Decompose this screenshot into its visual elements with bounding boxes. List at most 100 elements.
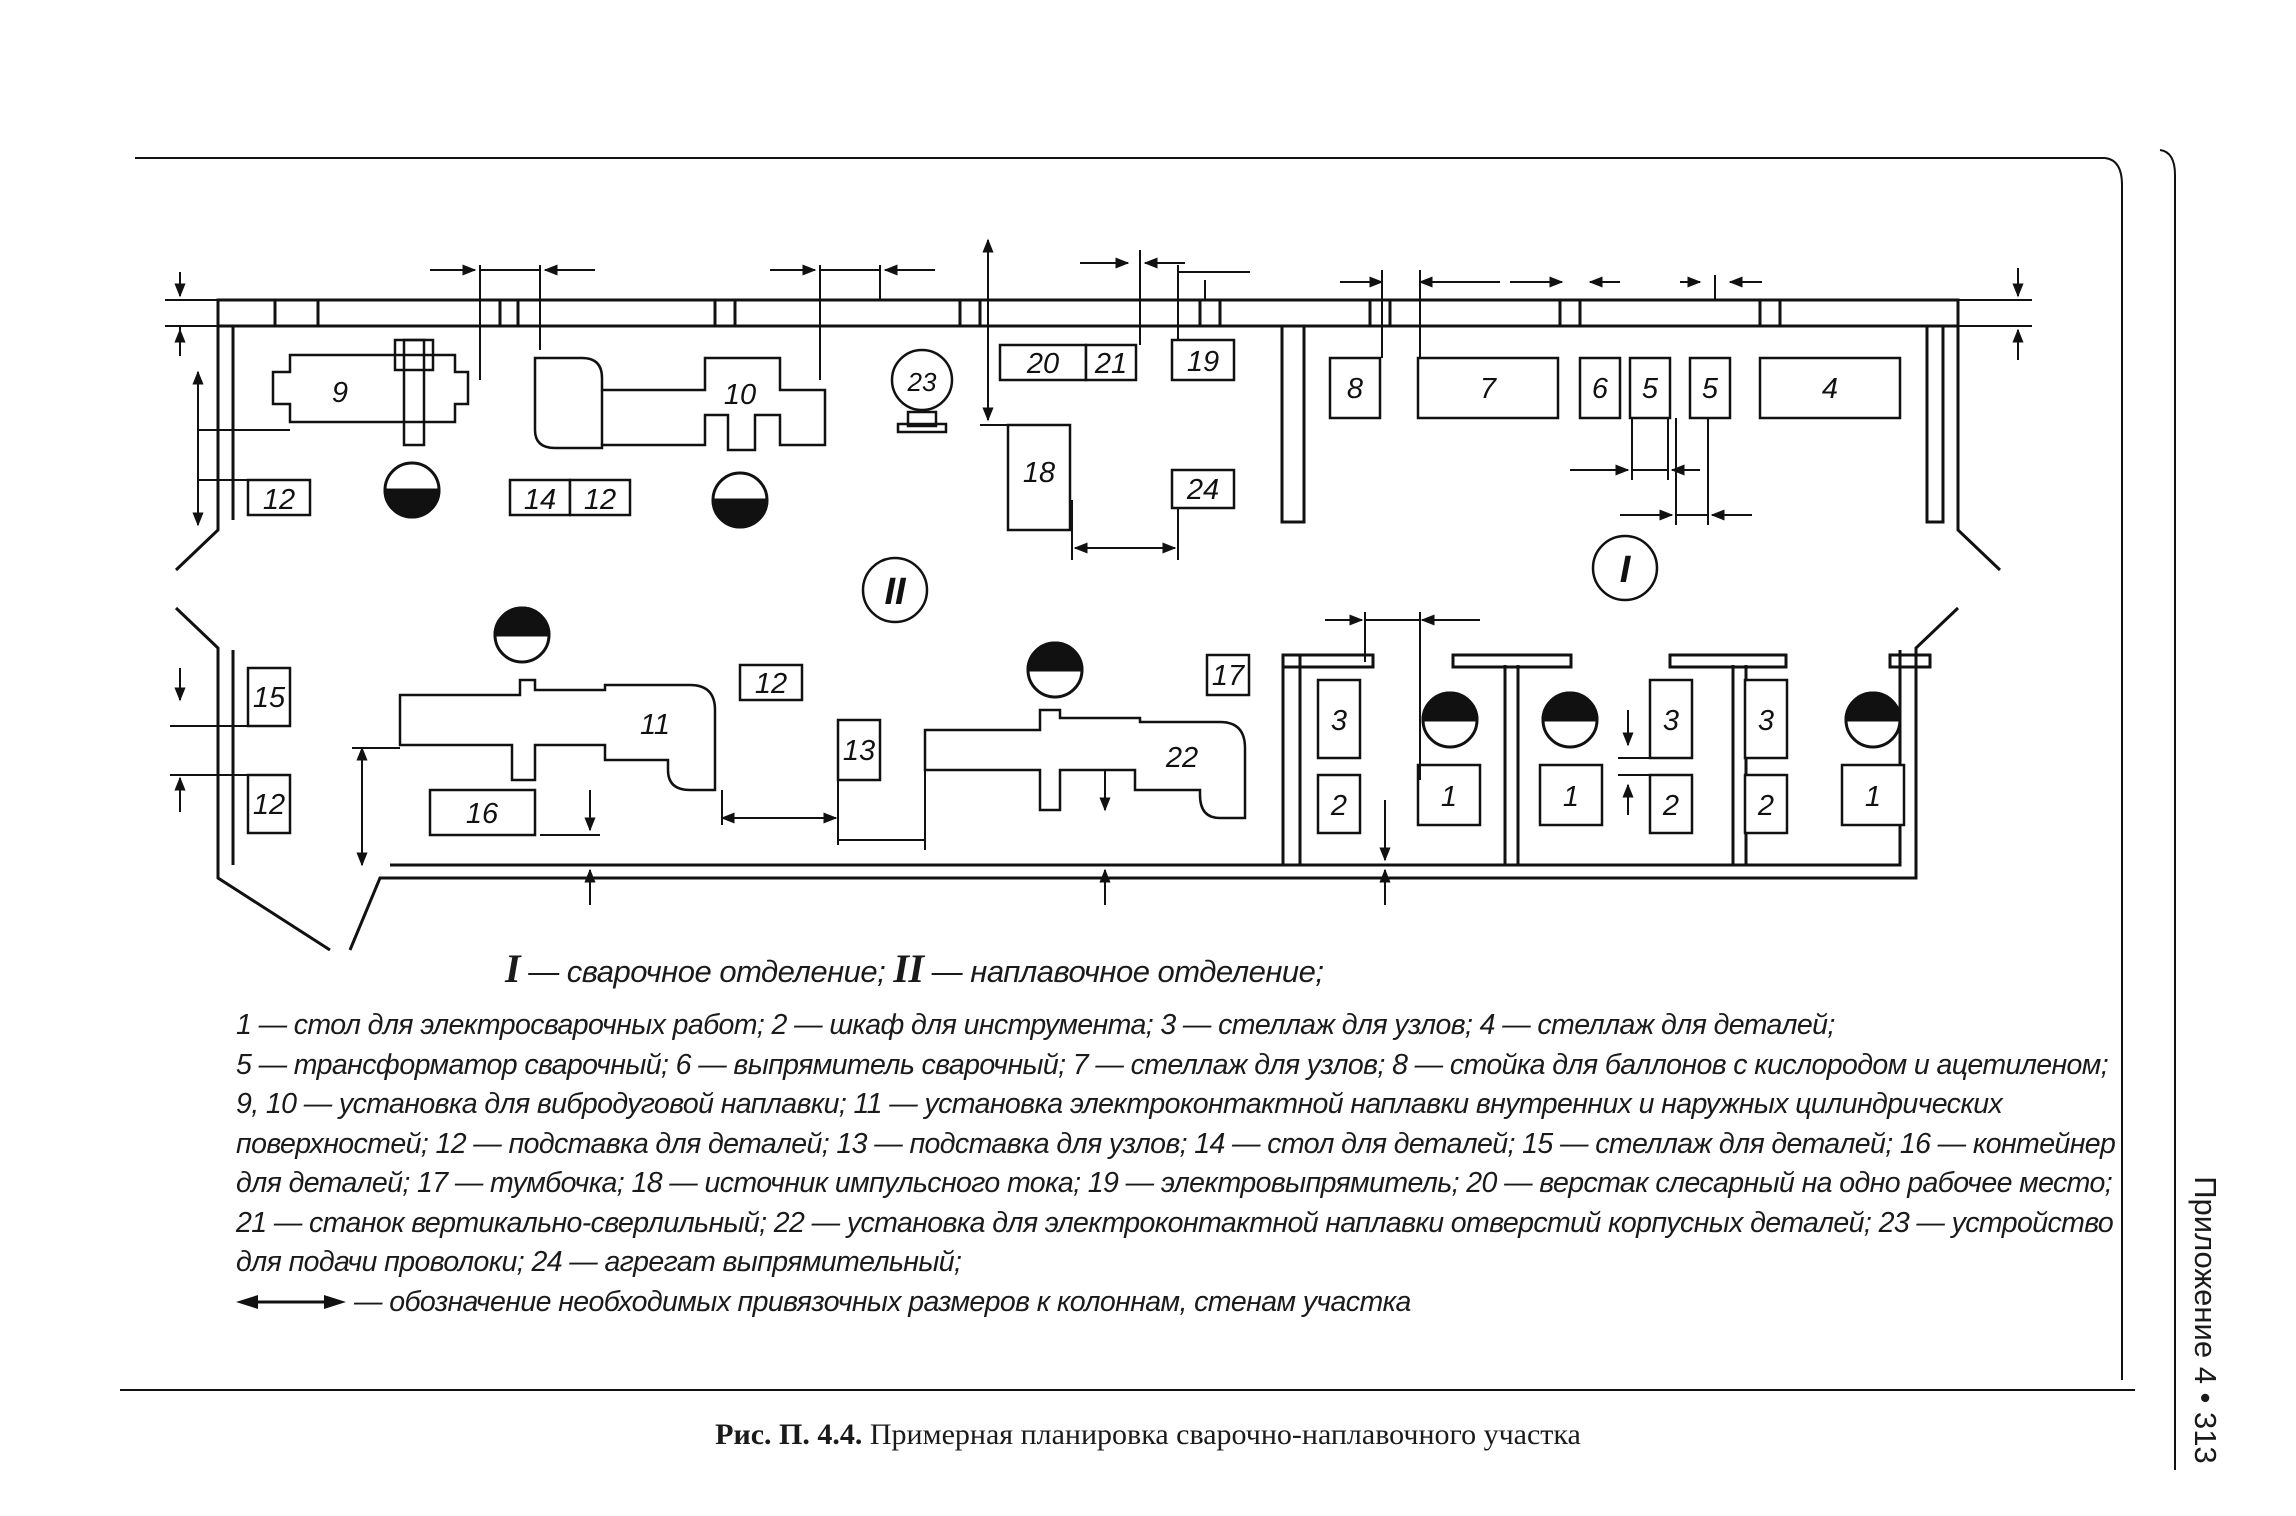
- svg-text:1: 1: [1563, 781, 1579, 813]
- svg-text:7: 7: [1480, 373, 1498, 405]
- svg-text:22: 22: [1165, 742, 1198, 774]
- machine-10: [533, 356, 827, 452]
- zone-I-marker: [1591, 534, 1659, 602]
- zone-legend-roman-2: II: [893, 946, 924, 991]
- box-3-c: [1743, 678, 1789, 760]
- box-1-a: [1416, 763, 1482, 827]
- box-24: [1170, 468, 1236, 510]
- svg-text:19: 19: [1187, 346, 1219, 378]
- svg-text:2: 2: [1662, 790, 1679, 822]
- legend-line: для подачи проволоки; 24 — агрегат выпря…: [236, 1246, 962, 1278]
- legend-line: 21 — станок вертикально-сверлильный; 22 …: [236, 1206, 2114, 1239]
- operator-icon: [1421, 691, 1479, 749]
- svg-text:16: 16: [466, 798, 499, 830]
- box-2-a: [1316, 773, 1362, 835]
- box-6: [1578, 356, 1622, 420]
- operator-symbols: [383, 461, 1902, 749]
- figure-caption: Рис. П. 4.4. Примерная планировка свароч…: [0, 1418, 2296, 1452]
- svg-text:8: 8: [1347, 373, 1363, 405]
- svg-text:21: 21: [1094, 348, 1127, 380]
- svg-text:5: 5: [1642, 373, 1659, 405]
- box-15: [246, 666, 292, 728]
- figure-caption-text: Примерная планировка сварочно-наплавочно…: [862, 1418, 1581, 1451]
- box-1-c: [1840, 763, 1906, 827]
- equipment-boxes: [246, 338, 1906, 837]
- svg-text:10: 10: [724, 379, 756, 411]
- box-8: [1328, 356, 1382, 420]
- svg-text:3: 3: [1663, 705, 1679, 737]
- box-12-d: [738, 663, 804, 702]
- dimension-lines: [165, 238, 2032, 905]
- side-running-header: Приложение 4 • 313: [2175, 1170, 2235, 1470]
- svg-text:9: 9: [332, 377, 348, 409]
- svg-text:12: 12: [755, 668, 787, 700]
- box-18: [1006, 423, 1072, 532]
- svg-text:1: 1: [1865, 781, 1881, 813]
- legend: 1 — стол для электросварочных работ; 2 —…: [236, 1006, 2116, 1323]
- svg-text:3: 3: [1331, 705, 1347, 737]
- box-12-b: [568, 478, 632, 517]
- box-1-b: [1538, 763, 1604, 827]
- box-4: [1758, 356, 1902, 420]
- svg-text:13: 13: [843, 735, 875, 767]
- machine-23: [890, 348, 954, 412]
- svg-text:11: 11: [640, 709, 670, 741]
- box-5-a: [1628, 356, 1672, 420]
- zone-markers: [861, 534, 1659, 624]
- double-arrow-icon: [236, 1295, 346, 1310]
- box-17: [1205, 653, 1251, 697]
- svg-text:12: 12: [253, 789, 285, 821]
- machine-11: [398, 678, 717, 792]
- box-13: [836, 718, 882, 782]
- box-5-b: [1688, 356, 1732, 420]
- legend-line: 1 — стол для электросварочных работ; 2 —…: [236, 1009, 1835, 1041]
- box-16: [428, 788, 537, 837]
- svg-text:17: 17: [1212, 660, 1246, 692]
- operator-icon: [493, 606, 551, 664]
- svg-text:2: 2: [1330, 790, 1347, 822]
- box-21: [1084, 343, 1138, 382]
- zone-I-label: I: [1620, 549, 1632, 591]
- svg-text:5: 5: [1702, 373, 1719, 405]
- machine-22: [923, 708, 1247, 820]
- zone-II-label: II: [884, 571, 907, 613]
- svg-text:18: 18: [1023, 457, 1055, 489]
- box-2-c: [1743, 773, 1789, 835]
- equipment: [271, 338, 1247, 820]
- svg-text:15: 15: [253, 682, 286, 714]
- svg-text:24: 24: [1186, 474, 1219, 506]
- zone-legend-text-1: — сварочное отделение;: [520, 954, 886, 989]
- box-3-b: [1648, 678, 1694, 760]
- operator-icon: [1541, 691, 1599, 749]
- svg-text:23: 23: [907, 367, 937, 397]
- box-12-a: [246, 478, 312, 517]
- zone-II-marker: [861, 556, 929, 624]
- operator-icon: [1844, 691, 1902, 749]
- svg-text:12: 12: [263, 484, 295, 516]
- figure-caption-label: Рис. П. 4.4.: [715, 1418, 863, 1451]
- svg-text:20: 20: [1026, 348, 1059, 380]
- box-3-a: [1316, 678, 1362, 760]
- operator-icon: [383, 461, 441, 519]
- svg-text:3: 3: [1758, 705, 1774, 737]
- legend-line: 5 — трансформатор сварочный; 6 — выпрями…: [236, 1048, 2109, 1081]
- svg-text:4: 4: [1822, 373, 1838, 405]
- side-running-header-text: Приложение 4 • 313: [2188, 1176, 2223, 1464]
- box-19: [1170, 338, 1236, 382]
- operator-icon: [711, 471, 769, 529]
- equipment-numbers: 9 10 23 12 14 12 20 21 19 18 24 8 7 6 5 …: [253, 346, 1881, 830]
- box-2-b: [1648, 773, 1694, 835]
- box-12-c: [246, 773, 292, 835]
- svg-text:6: 6: [1592, 373, 1609, 405]
- legend-line: для деталей; 17 — тумбочка; 18 — источни…: [236, 1167, 2113, 1199]
- svg-text:1: 1: [1441, 781, 1457, 813]
- zone-legend-roman-1: I: [505, 946, 521, 991]
- svg-text:14: 14: [524, 484, 556, 516]
- legend-line: поверхностей; 12 — подставка для деталей…: [236, 1127, 2116, 1160]
- arrow-note: — обозначение необходимых привязочных ра…: [236, 1283, 2056, 1323]
- box-7: [1416, 356, 1560, 420]
- svg-text:12: 12: [584, 484, 616, 516]
- zone-legend-text-2: — наплавочное отделение;: [923, 954, 1324, 989]
- svg-text:2: 2: [1757, 790, 1774, 822]
